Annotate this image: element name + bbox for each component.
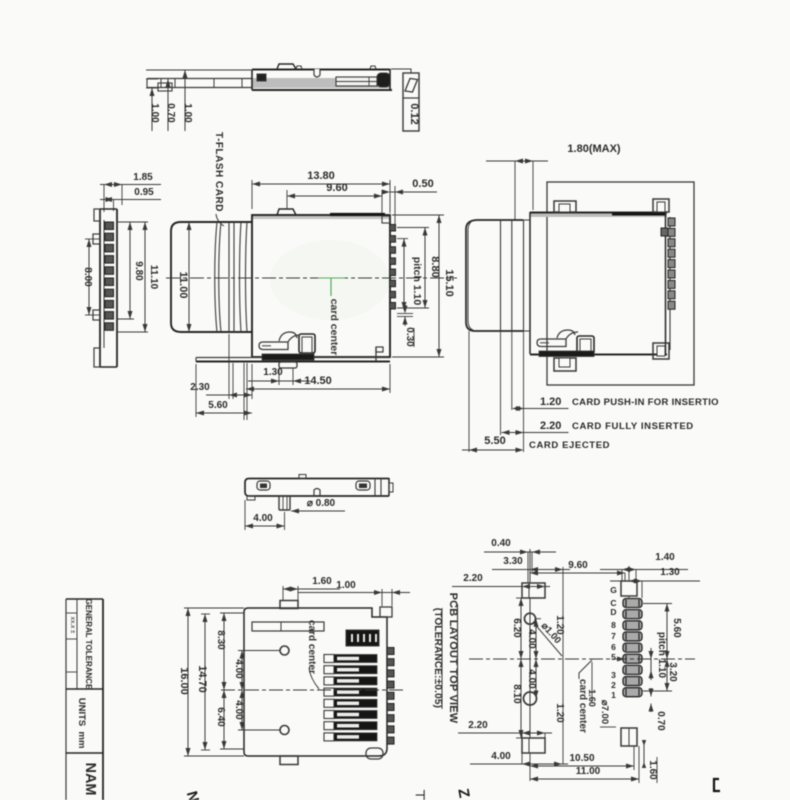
- svg-text:6.40: 6.40: [215, 707, 226, 727]
- svg-text:0.50: 0.50: [412, 178, 433, 190]
- svg-text:1.00: 1.00: [336, 580, 356, 591]
- svg-text:5.60: 5.60: [208, 400, 228, 411]
- svg-text:6: 6: [611, 642, 616, 652]
- svg-text:UNITS: UNITS: [76, 698, 87, 727]
- svg-text:4.00: 4.00: [526, 669, 537, 689]
- svg-text:Z: Z: [454, 787, 472, 799]
- svg-text:15.10: 15.10: [443, 269, 455, 297]
- svg-text:1.85: 1.85: [133, 172, 153, 183]
- svg-text:0.95: 0.95: [134, 187, 154, 198]
- svg-text:1.00: 1.00: [182, 103, 193, 123]
- svg-text:mm: mm: [76, 732, 87, 749]
- svg-text:0.12: 0.12: [408, 103, 420, 124]
- svg-text:N: N: [183, 789, 202, 800]
- svg-text:1.80(MAX): 1.80(MAX): [567, 143, 621, 155]
- svg-text:0.70: 0.70: [655, 711, 666, 731]
- svg-text:CARD PUSH-IN FOR INSERTIO: CARD PUSH-IN FOR INSERTIO: [572, 397, 719, 408]
- svg-text:13.80: 13.80: [307, 170, 335, 182]
- svg-text:8.10: 8.10: [511, 684, 522, 704]
- svg-text:2.30: 2.30: [190, 382, 210, 393]
- svg-text:8.80: 8.80: [429, 256, 441, 277]
- svg-text:1.20: 1.20: [554, 703, 565, 723]
- svg-text:⌀ 0.80: ⌀ 0.80: [307, 498, 336, 509]
- svg-text:CARD EJECTED: CARD EJECTED: [529, 440, 610, 451]
- svg-text:4.00: 4.00: [233, 700, 244, 720]
- svg-text:14.70: 14.70: [196, 665, 208, 693]
- svg-text:1: 1: [611, 690, 616, 700]
- svg-text:1.30: 1.30: [263, 367, 283, 378]
- svg-text:1.60: 1.60: [312, 576, 332, 587]
- svg-text:1.00: 1.00: [149, 103, 160, 123]
- svg-text:GENERAL TOLERANCE: GENERAL TOLERANCE: [84, 599, 93, 690]
- svg-text:8: 8: [611, 620, 616, 630]
- svg-text:CARD FULLY INSERTED: CARD FULLY INSERTED: [572, 421, 694, 432]
- svg-text:8.00: 8.00: [82, 267, 93, 287]
- svg-text:NAM: NAM: [82, 762, 98, 795]
- svg-text:9.60: 9.60: [568, 560, 588, 571]
- svg-text:11.00: 11.00: [576, 766, 601, 777]
- svg-text:4.00: 4.00: [526, 629, 537, 649]
- svg-text:PCB LAYOUT TOP VIEW: PCB LAYOUT TOP VIEW: [447, 593, 459, 724]
- svg-text:3: 3: [611, 670, 616, 680]
- svg-text:11.00: 11.00: [177, 272, 189, 299]
- svg-text:9.80: 9.80: [133, 261, 144, 281]
- svg-text:2: 2: [611, 680, 616, 690]
- svg-text:4.00: 4.00: [253, 513, 273, 524]
- svg-text:16.00: 16.00: [178, 667, 190, 695]
- svg-text:0.30: 0.30: [404, 327, 415, 347]
- svg-text:1.60: 1.60: [647, 760, 658, 780]
- svg-text:10.50: 10.50: [569, 753, 594, 764]
- svg-text:8.30: 8.30: [215, 630, 226, 650]
- svg-text:9.60: 9.60: [326, 182, 347, 194]
- svg-text:⌀7.00: ⌀7.00: [599, 700, 610, 724]
- svg-text:11.10: 11.10: [148, 265, 159, 290]
- svg-text:card center: card center: [306, 620, 317, 674]
- svg-text:card center: card center: [577, 679, 588, 733]
- svg-text:14.50: 14.50: [304, 375, 332, 387]
- svg-text:1.30: 1.30: [660, 567, 680, 578]
- svg-text:4.00: 4.00: [491, 751, 511, 762]
- svg-text:5.60: 5.60: [671, 618, 682, 638]
- svg-text:5.50: 5.50: [484, 435, 505, 447]
- svg-text:2.20: 2.20: [463, 573, 483, 584]
- svg-text:card center: card center: [328, 299, 340, 356]
- svg-text:1.20: 1.20: [554, 615, 565, 635]
- svg-text:3.30: 3.30: [503, 556, 523, 567]
- svg-text:(TOLERANCE:±0.05): (TOLERANCE:±0.05): [432, 608, 443, 708]
- svg-text:2.20: 2.20: [468, 720, 488, 731]
- svg-text:6.20: 6.20: [511, 618, 522, 638]
- svg-text:2.20: 2.20: [540, 420, 561, 432]
- svg-text:┬: ┬: [415, 789, 433, 800]
- svg-text:1.20: 1.20: [540, 396, 561, 408]
- svg-text:G: G: [610, 585, 617, 595]
- svg-text:D: D: [610, 607, 616, 617]
- svg-text:T-FLASH CARD: T-FLASH CARD: [213, 132, 224, 212]
- svg-text:5: 5: [611, 652, 616, 662]
- svg-text:3.20: 3.20: [667, 662, 678, 682]
- svg-text:C: C: [610, 598, 616, 608]
- svg-text:4.00: 4.00: [233, 659, 244, 679]
- svg-text:1.40: 1.40: [655, 552, 675, 563]
- svg-text:xx.x ±: xx.x ±: [69, 617, 75, 634]
- svg-text:0.70: 0.70: [165, 103, 176, 123]
- svg-text:0.40: 0.40: [491, 538, 511, 549]
- svg-text:pitch 1.10: pitch 1.10: [411, 257, 423, 306]
- svg-text:7: 7: [611, 631, 616, 641]
- svg-text:pitch 1.10: pitch 1.10: [656, 632, 667, 679]
